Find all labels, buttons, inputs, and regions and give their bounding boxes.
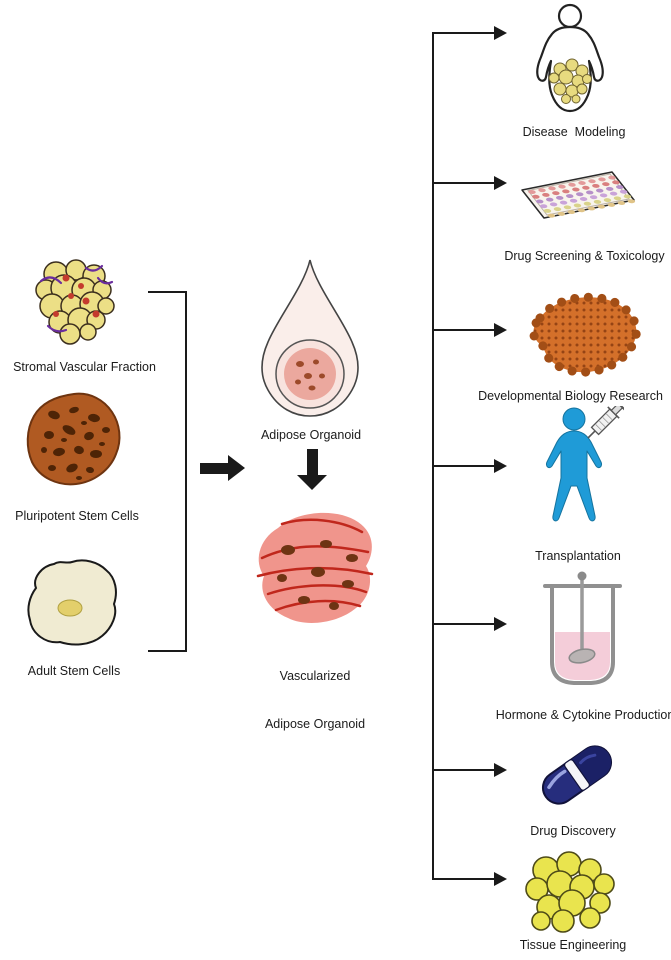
vascularized-adipose-organoid-label: Vascularized Adipose Organoid [235, 636, 395, 764]
drug-discovery-label: Drug Discovery [530, 824, 616, 838]
bracket-top-line [148, 291, 187, 293]
down-arrow [307, 449, 318, 475]
developmental-biology-icon [529, 292, 641, 377]
branch-arrowhead-7 [494, 872, 507, 886]
adult-stem-cells-label: Adult Stem Cells [27, 664, 121, 678]
main-right-arrow [200, 463, 228, 474]
branch-line-5 [432, 623, 494, 625]
well-plate-icon [521, 171, 637, 219]
applications-vertical-line [432, 32, 434, 880]
branch-arrowhead-4 [494, 459, 507, 473]
branch-line-4 [432, 465, 494, 467]
disease-modeling-label: Disease Modeling [522, 125, 626, 139]
branch-line-2 [432, 182, 494, 184]
developmental-biology-label: Developmental Biology Research [478, 389, 663, 403]
branch-arrowhead-6 [494, 763, 507, 777]
branch-arrowhead-2 [494, 176, 507, 190]
branch-line-6 [432, 769, 494, 771]
stromal-vascular-fraction-label: Stromal Vascular Fraction [13, 360, 156, 374]
bioreactor-icon [543, 571, 622, 685]
branch-arrowhead-3 [494, 323, 507, 337]
drug-screening-label: Drug Screening & Toxicology [504, 249, 665, 263]
transplantation-icon [546, 406, 624, 522]
disease-modeling-icon [536, 3, 604, 113]
transplantation-label: Transplantation [535, 549, 621, 563]
pluripotent-stem-cells-icon [26, 392, 121, 486]
bracket-vertical-line [185, 291, 187, 652]
vascularized-label-line2: Adipose Organoid [264, 717, 366, 731]
main-right-arrowhead [228, 455, 245, 481]
branch-line-7 [432, 878, 494, 880]
down-arrowhead [297, 475, 327, 490]
adipose-organoid-icon [261, 259, 359, 417]
adult-stem-cells-icon [27, 559, 117, 646]
branch-line-1 [432, 32, 494, 34]
adipose-organoid-label: Adipose Organoid [260, 428, 362, 442]
stromal-vascular-fraction-icon [35, 259, 115, 345]
bracket-bottom-line [148, 650, 187, 652]
hormone-cytokine-label: Hormone & Cytokine Production [495, 708, 671, 722]
tissue-engineering-icon [525, 851, 615, 933]
branch-line-3 [432, 329, 494, 331]
vascularized-adipose-organoid-icon [256, 512, 374, 623]
syringe-icon [587, 406, 624, 439]
capsule-icon [541, 745, 613, 805]
vascularized-label-line1: Vascularized [279, 669, 351, 683]
branch-arrowhead-1 [494, 26, 507, 40]
pluripotent-stem-cells-label: Pluripotent Stem Cells [15, 509, 139, 523]
branch-arrowhead-5 [494, 617, 507, 631]
tissue-engineering-label: Tissue Engineering [519, 938, 627, 952]
